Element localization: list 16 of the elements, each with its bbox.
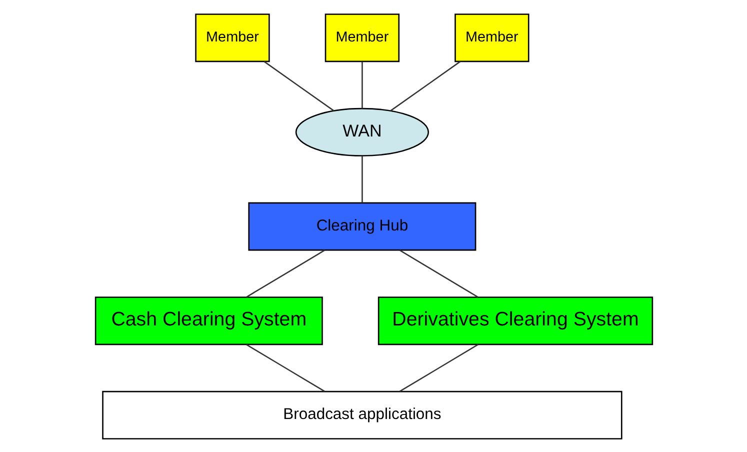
connector (390, 60, 460, 111)
connector (246, 249, 325, 298)
connector (399, 344, 478, 392)
node-box: Member (194, 13, 270, 62)
node-box: Cash Clearing System (94, 296, 322, 345)
connector (263, 60, 334, 111)
node-box: Broadcast applications (102, 390, 622, 439)
connector (361, 61, 362, 108)
node-box: Clearing Hub (248, 202, 476, 250)
node-box: Derivatives Clearing System (377, 296, 653, 345)
node-box: Member (324, 13, 400, 62)
connector (361, 156, 362, 202)
connector (246, 344, 324, 392)
node-ellipse: WAN (294, 107, 429, 156)
connector (398, 249, 478, 298)
node-box: Member (454, 13, 529, 62)
